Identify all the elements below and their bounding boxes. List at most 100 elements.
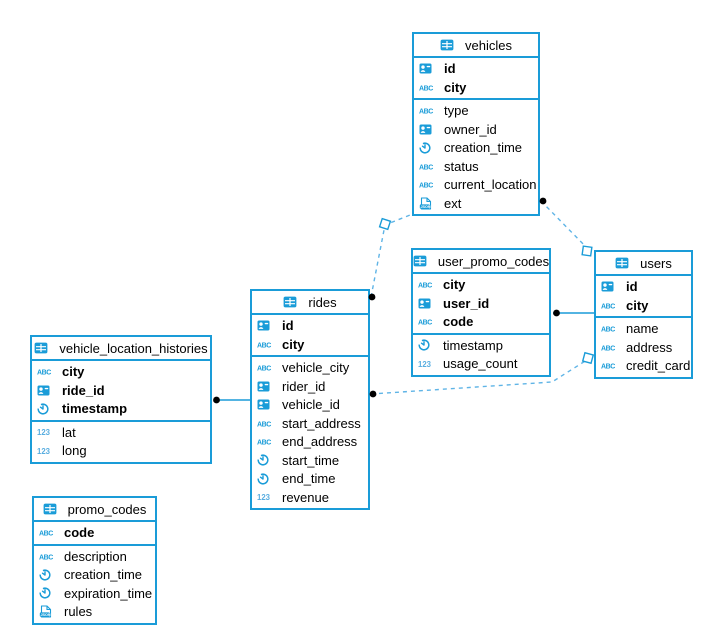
text-icon: ABC [419, 83, 439, 91]
column-row-owner_id[interactable]: owner_id [414, 120, 538, 139]
column-row-rider_id[interactable]: rider_id [252, 377, 368, 396]
table-header-users[interactable]: users [596, 252, 691, 276]
column-row-id[interactable]: id [252, 317, 368, 336]
number-icon: 123 [257, 492, 277, 502]
column-row-user_id[interactable]: user_id [413, 294, 549, 313]
column-name: vehicle_city [282, 360, 350, 376]
column-row-id[interactable]: id [414, 60, 538, 79]
column-name: end_address [282, 434, 358, 450]
column-name: credit_card [626, 358, 691, 374]
svg-text:ABC: ABC [418, 320, 432, 326]
text-icon: ABC [601, 301, 621, 309]
column-row-end_address[interactable]: ABC end_address [252, 433, 368, 452]
number-icon: 123 [418, 359, 438, 369]
id-badge-icon [419, 63, 439, 74]
column-row-creation_time[interactable]: creation_time [414, 139, 538, 158]
text-icon: ABC [418, 317, 438, 326]
relationship-user_promo_codes-to-users[interactable] [553, 309, 596, 317]
column-name: vehicle_id [282, 397, 340, 413]
id-badge-icon [418, 298, 438, 309]
svg-text:ABC: ABC [601, 327, 615, 333]
column-row-creation_time[interactable]: creation_time [34, 566, 155, 585]
text-icon: ABC [601, 343, 621, 351]
time-icon [419, 142, 439, 154]
one-end-marker [378, 217, 392, 231]
relationship-line[interactable] [540, 200, 590, 251]
table-header-vehicles[interactable]: vehicles [414, 34, 538, 58]
svg-text:ABC: ABC [601, 345, 615, 351]
column-row-end_time[interactable]: end_time [252, 470, 368, 489]
many-end-marker [539, 197, 547, 205]
relationship-vehicle_location_histories-to-rides[interactable] [213, 396, 252, 404]
column-row-expiration_time[interactable]: expiration_time [34, 584, 155, 603]
column-name: id [282, 318, 294, 334]
table-icon [413, 255, 433, 267]
table-header-rides[interactable]: rides [252, 291, 368, 315]
table-icon [43, 503, 63, 515]
column-row-type[interactable]: ABC type [414, 102, 538, 121]
svg-text:JSON: JSON [421, 205, 431, 209]
column-name: revenue [282, 489, 329, 505]
column-name: city [62, 364, 85, 380]
text-icon: ABC [601, 324, 621, 333]
column-name: rider_id [282, 378, 326, 394]
column-row-timestamp[interactable]: timestamp [32, 400, 210, 419]
svg-text:ABC: ABC [257, 440, 271, 446]
column-row-start_time[interactable]: start_time [252, 451, 368, 470]
relationship-rides-to-vehicles[interactable] [368, 214, 411, 301]
time-icon [39, 587, 59, 599]
relationship-line[interactable] [370, 214, 411, 298]
table-header-vehicle_location_histories[interactable]: vehicle_location_histories [32, 337, 210, 361]
column-name: type [444, 103, 469, 119]
column-row-revenue[interactable]: 123 revenue [252, 488, 368, 507]
table-header-user_promo_codes[interactable]: user_promo_codes [413, 250, 549, 274]
column-name: current_location [444, 177, 537, 193]
table-header-promo_codes[interactable]: promo_codes [34, 498, 155, 522]
table-title: users [640, 255, 672, 271]
column-name: ride_id [62, 382, 105, 398]
text-icon: ABC [419, 162, 439, 170]
time-icon [257, 473, 277, 485]
text-icon: ABC [39, 528, 59, 537]
column-name: timestamp [443, 337, 503, 353]
json-icon: JSON [419, 197, 439, 210]
svg-text:ABC: ABC [419, 109, 433, 115]
column-row-id[interactable]: id [596, 278, 691, 297]
column-row-timestamp[interactable]: timestamp [413, 336, 549, 355]
column-row-ride_id[interactable]: ride_id [32, 381, 210, 400]
many-end-marker [213, 396, 220, 404]
column-row-vehicle_id[interactable]: vehicle_id [252, 396, 368, 415]
column-name: id [444, 61, 456, 77]
column-name: creation_time [64, 567, 143, 583]
table-title: rides [308, 294, 337, 310]
